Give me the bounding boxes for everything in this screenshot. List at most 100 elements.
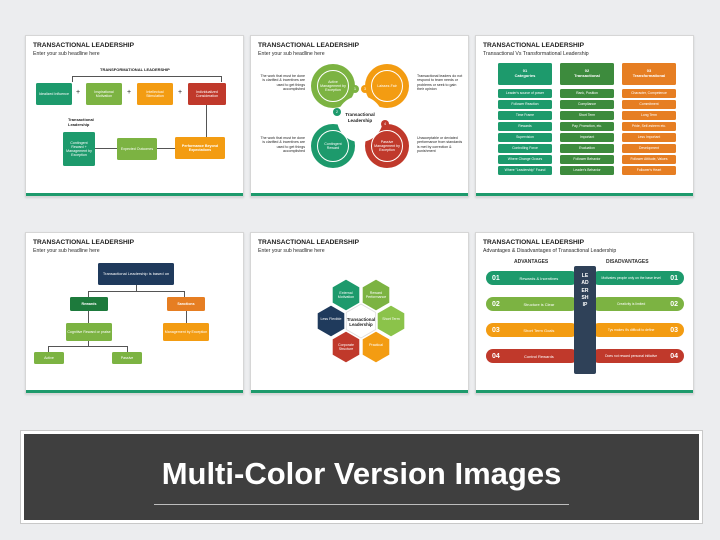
table-cell: Where "Leadership" Found — [498, 166, 552, 175]
slide-title: TRANSACTIONAL LEADERSHIP — [258, 239, 359, 246]
table-cell: Compliance — [560, 100, 614, 109]
slide-title: TRANSACTIONAL LEADERSHIP — [258, 42, 359, 49]
slide-subtitle: Advantages & Disadvantages of Transactio… — [483, 248, 617, 254]
table-cell: Controlling Force — [498, 144, 552, 153]
column-name: Transformational — [632, 73, 666, 78]
advantage-text: Short Term Goals — [523, 327, 555, 333]
column-number: 01 — [522, 68, 528, 74]
box-individualized-consideration: Individualized Consideration — [188, 83, 226, 105]
advantage-text: Rewards & Incentives — [519, 275, 559, 281]
table-cell: Supervision — [498, 133, 552, 142]
disadvantage-text: Motivates people only on the base level — [601, 276, 661, 280]
slide-subtitle: Enter your sub headline here — [33, 248, 100, 254]
disadvantages-label: DISADVANTAGES — [606, 259, 649, 265]
table-cell: Important — [560, 133, 614, 142]
row-number: 02 — [492, 300, 500, 308]
slide-title: TRANSACTIONAL LEADERSHIP — [33, 239, 134, 246]
disadvantage-row: 01 Motivates people only on the base leve… — [592, 271, 684, 285]
table-cell: Pay, Promotion, etc. — [560, 122, 614, 131]
side-label: Transactional Leadership — [68, 117, 94, 127]
hexagon — [361, 330, 391, 364]
center-label: Transactional Leadership — [345, 112, 375, 123]
box-contingent: Contingent Reward + Management by Except… — [63, 132, 95, 166]
table-cell: Short Term — [560, 111, 614, 120]
column-name: Transactional — [574, 73, 600, 78]
disadvantage-text: Creativity is limited — [616, 302, 646, 306]
hexagon — [316, 304, 346, 338]
table-cell: Commitment — [622, 100, 676, 109]
table-cell: Time Frame — [498, 111, 552, 120]
hex-center-label: Transactional Leadership — [346, 317, 376, 328]
slide-thumbnail-2[interactable]: TRANSACTIONAL LEADERSHIP Enter your sub … — [250, 35, 469, 197]
box-idealized-influence: Idealized Influence — [36, 83, 72, 105]
hexagon-center — [345, 303, 377, 339]
slide-subtitle: Enter your sub headline here — [258, 248, 325, 254]
table-cell: Leader's source of power — [498, 89, 552, 98]
column-number: 03 — [646, 68, 652, 74]
transformational-header: TRANSFORMATIONAL LEADERSHIP — [100, 67, 170, 72]
row-number: 04 — [492, 352, 500, 360]
table-cell: Pride, Self-esteem etc. — [622, 122, 676, 131]
table-cell: Leader's Behavior — [560, 166, 614, 175]
table-cell: Follower Reaction — [498, 100, 552, 109]
box-intellectual-stimulation: Intellectual Stimulation — [137, 83, 173, 105]
center-word: LEADERSHIP — [581, 273, 589, 308]
row-number: 04 — [670, 352, 678, 360]
hexagon — [331, 278, 361, 312]
slide-thumbnail-4[interactable]: TRANSACTIONAL LEADERSHIP Enter your sub … — [25, 232, 244, 394]
advantages-label: ADVANTAGES — [514, 259, 549, 265]
hexagon-label: Reward Performance — [365, 291, 387, 300]
slide-thumbnail-1[interactable]: TRANSACTIONAL LEADERSHIP Enter your sub … — [25, 35, 244, 197]
table-cell: Rank, Position — [560, 89, 614, 98]
disadvantage-text: Tys makes it's difficult to define — [607, 328, 655, 332]
version-banner: Multi-Color Version Images — [20, 430, 703, 524]
passive-box: Passive — [112, 352, 142, 364]
advantage-row: 04 Control Rewards — [486, 349, 578, 363]
slide-subtitle: Transactional Vs Transformational Leader… — [483, 51, 589, 57]
management-box: Management by Exception — [163, 323, 209, 341]
table-cell: Follower's Heart — [622, 166, 676, 175]
quad-active: Active Management by Exception — [320, 79, 346, 93]
table-cell: Follower Behavior — [560, 155, 614, 164]
box-performance: Performance Beyond Expectations — [175, 137, 225, 159]
row-number: 02 — [670, 300, 678, 308]
table-cell: Character, Competence — [622, 89, 676, 98]
row-number: 03 — [670, 326, 678, 334]
slide-title: TRANSACTIONAL LEADERSHIP — [483, 239, 584, 246]
advantage-text: Structure is Clear — [523, 301, 555, 307]
hexagon-cluster — [316, 278, 406, 364]
root-box: Transactional Leadership is based on — [98, 263, 174, 285]
slide-subtitle: Enter your sub headline here — [258, 51, 325, 57]
row-number: 01 — [670, 274, 678, 282]
sanctions-box: Sanctions — [167, 297, 205, 311]
box-expected-outcomes: Expected Outcomes — [117, 138, 157, 160]
advantage-text: Control Rewards — [524, 353, 554, 359]
quad-contingent: Contingent Reward — [324, 141, 342, 150]
table-cell: Follower Attitude, Values — [622, 155, 676, 164]
advantage-row: 01 Rewards & Incentives — [486, 271, 578, 285]
rewards-box: Rewards — [70, 297, 108, 311]
box-inspirational-motivation: Inspirational Motivation — [86, 83, 122, 105]
banner-title: Multi-Color Version Images — [161, 456, 562, 491]
row-number: 03 — [492, 326, 500, 334]
slide-title: TRANSACTIONAL LEADERSHIP — [33, 42, 134, 49]
table-cell: Where Change Occurs — [498, 155, 552, 164]
hexagon — [376, 304, 406, 338]
hexagon-label: Short Term — [382, 317, 400, 321]
slide-thumbnail-6[interactable]: TRANSACTIONAL LEADERSHIP Advantages & Di… — [475, 232, 694, 394]
slide-thumbnail-3[interactable]: TRANSACTIONAL LEADERSHIP Transactional V… — [475, 35, 694, 197]
active-box: Active — [34, 352, 64, 364]
row-number: 01 — [492, 274, 500, 282]
table-cell: Rewards — [498, 122, 552, 131]
slide-thumbnail-5[interactable]: TRANSACTIONAL LEADERSHIP Enter your sub … — [250, 232, 469, 394]
hexagon-label: External Motivation — [337, 291, 355, 300]
hexagon-label: Corporate Structure — [338, 343, 354, 352]
column-name: Categories — [514, 73, 536, 78]
hexagon — [331, 330, 361, 364]
table-cell: Evaluation — [560, 144, 614, 153]
banner-rule — [154, 504, 569, 505]
